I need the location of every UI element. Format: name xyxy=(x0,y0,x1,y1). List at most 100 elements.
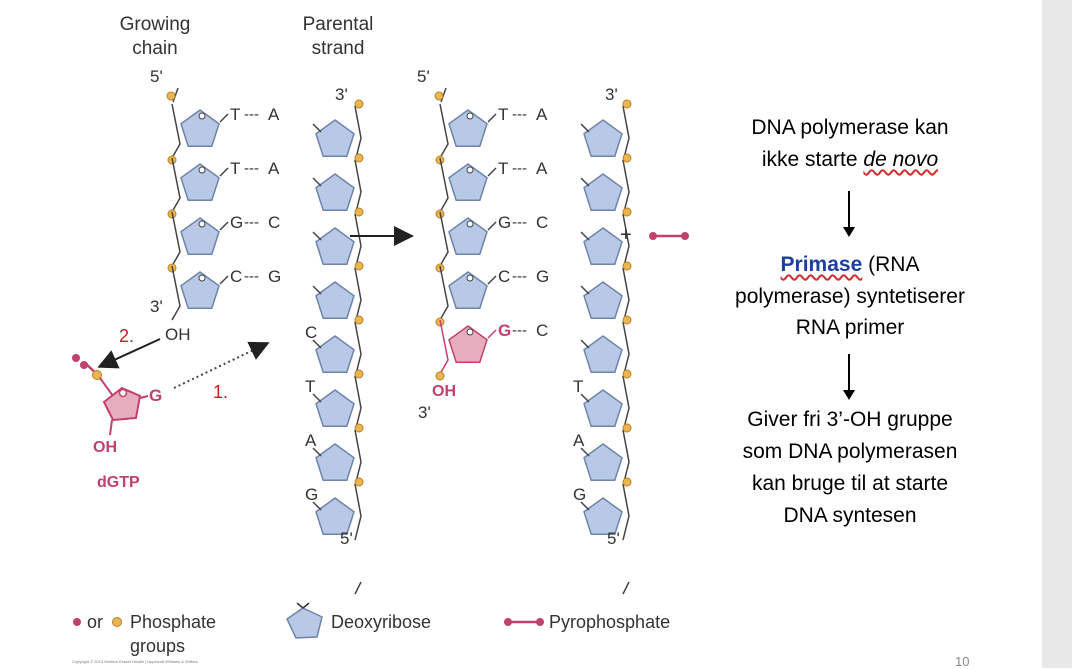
legend-groups: groups xyxy=(130,636,185,656)
growing-backbone-segment xyxy=(439,319,449,375)
parental-phosphate xyxy=(354,315,364,325)
note-giver-3: kan bruge til at starte xyxy=(751,472,949,495)
growing-backbone-segment xyxy=(171,157,181,213)
parental-base-stub xyxy=(312,393,322,403)
parental-backbone-segment xyxy=(354,105,362,163)
dgtp-oh: OH xyxy=(93,439,117,456)
dna-replication-diagram: Growing chain Parental strand T---AT---A… xyxy=(72,14,689,664)
flow-arrow-2 xyxy=(848,354,850,390)
growing-sugar xyxy=(180,217,220,255)
parental-backbone-segment xyxy=(354,321,362,379)
growing-base: C xyxy=(230,267,242,286)
parental-base-stub xyxy=(580,447,590,457)
parental-backbone-segment xyxy=(354,267,362,325)
hydrogen-bond: --- xyxy=(244,106,259,123)
parental-backbone-segment xyxy=(354,213,362,271)
parental-base: A xyxy=(268,105,280,124)
parental-base-stub xyxy=(312,231,322,241)
growing-phosphate-top xyxy=(434,91,444,101)
parental-base-stub xyxy=(580,285,590,295)
growing-base: G xyxy=(230,213,243,232)
sugar-oxygen xyxy=(466,166,474,174)
parental-phosphate xyxy=(354,423,364,433)
parental-base-stub xyxy=(312,285,322,295)
right-new-oh: OH xyxy=(432,383,456,400)
parental-base: C xyxy=(536,321,548,340)
note-line5-text: RNA primer xyxy=(795,316,905,339)
left-top-5prime: 5' xyxy=(150,67,163,86)
copyright: Copyright © 2013 Wolters Kluwer Health |… xyxy=(72,659,198,664)
sugar-oxygen xyxy=(198,274,206,282)
growing-backbone-segment xyxy=(439,157,449,213)
hydrogen-bond: --- xyxy=(512,214,527,231)
note-line1-text: DNA polymerase kan xyxy=(751,116,949,139)
note-line1: DNA polymerase kan xyxy=(700,113,1000,143)
hydrogen-bond: --- xyxy=(244,214,259,231)
base-stub xyxy=(219,221,229,231)
parental-backbone-segment xyxy=(622,159,630,217)
sugar-oxygen xyxy=(466,112,474,120)
parental-base: G xyxy=(536,267,549,286)
parental-base-stub xyxy=(580,177,590,187)
left-growing-3prime: 3' xyxy=(150,297,163,316)
parental-sugar xyxy=(583,173,623,211)
hydrogen-bond: --- xyxy=(512,322,527,339)
parental-phosphate xyxy=(622,207,632,217)
parental-phosphate xyxy=(622,315,632,325)
parental-base: A xyxy=(268,159,280,178)
parental-phosphate xyxy=(354,99,364,109)
parental-base: G xyxy=(268,267,281,286)
parental-sugar xyxy=(583,281,623,319)
flow-arrowhead-2 xyxy=(843,390,855,400)
unpaired-parental-base: T xyxy=(305,377,315,396)
growing-base: C xyxy=(498,267,510,286)
legend-phosphate-magenta xyxy=(73,618,81,626)
parental-backbone-segment xyxy=(354,483,362,541)
step2-arrow xyxy=(97,338,161,369)
parental-base-stub xyxy=(312,447,322,457)
parental-phosphate xyxy=(354,207,364,217)
note-line2: ikke starte de novo xyxy=(700,145,1000,175)
parental-phosphate xyxy=(622,99,632,109)
parental-sugar xyxy=(583,497,623,535)
base-stub xyxy=(487,329,497,339)
legend: or Phosphate groups Deoxyribose Pyrophos… xyxy=(73,602,670,656)
base-stub xyxy=(219,275,229,285)
growing-base: G xyxy=(498,321,511,340)
note-giver-2: som DNA polymerasen xyxy=(742,440,958,463)
growing-base: T xyxy=(230,105,240,124)
hydrogen-bond: --- xyxy=(244,268,259,285)
parental-base-stub xyxy=(580,339,590,349)
left-growing-oh: OH xyxy=(165,325,191,344)
parental-base: A xyxy=(536,105,548,124)
parental-backbone-end xyxy=(354,581,362,595)
parental-base-stub xyxy=(312,339,322,349)
growing-sugar xyxy=(180,271,220,309)
hydrogen-bond: --- xyxy=(512,268,527,285)
base-stub xyxy=(219,167,229,177)
parental-backbone-segment xyxy=(354,429,362,487)
growing-backbone-segment xyxy=(171,265,181,321)
growing-sugar xyxy=(448,163,488,201)
flow-arrowhead-1 xyxy=(843,227,855,237)
right-growing-3prime: 3' xyxy=(418,403,431,422)
dgtp-base-g: G xyxy=(149,386,162,405)
legend-deoxyribose-shape xyxy=(286,607,323,639)
parental-base: A xyxy=(536,159,548,178)
unpaired-parental-base: G xyxy=(573,485,586,504)
parental-phosphate xyxy=(622,261,632,271)
growing-backbone-segment xyxy=(439,265,449,321)
growing-base: T xyxy=(230,159,240,178)
left-bottom-5prime: 5' xyxy=(340,529,353,548)
growing-sugar xyxy=(448,271,488,309)
parental-sugar xyxy=(315,173,355,211)
parental-base-stub xyxy=(312,177,322,187)
note-line5: RNA primer xyxy=(700,313,1000,343)
parental-base-stub xyxy=(580,393,590,403)
parental-phosphate xyxy=(622,369,632,379)
note-primase: Primase xyxy=(780,253,863,276)
hydrogen-bond: --- xyxy=(512,106,527,123)
parental-backbone-segment xyxy=(622,267,630,325)
unpaired-parental-base: G xyxy=(305,485,318,504)
